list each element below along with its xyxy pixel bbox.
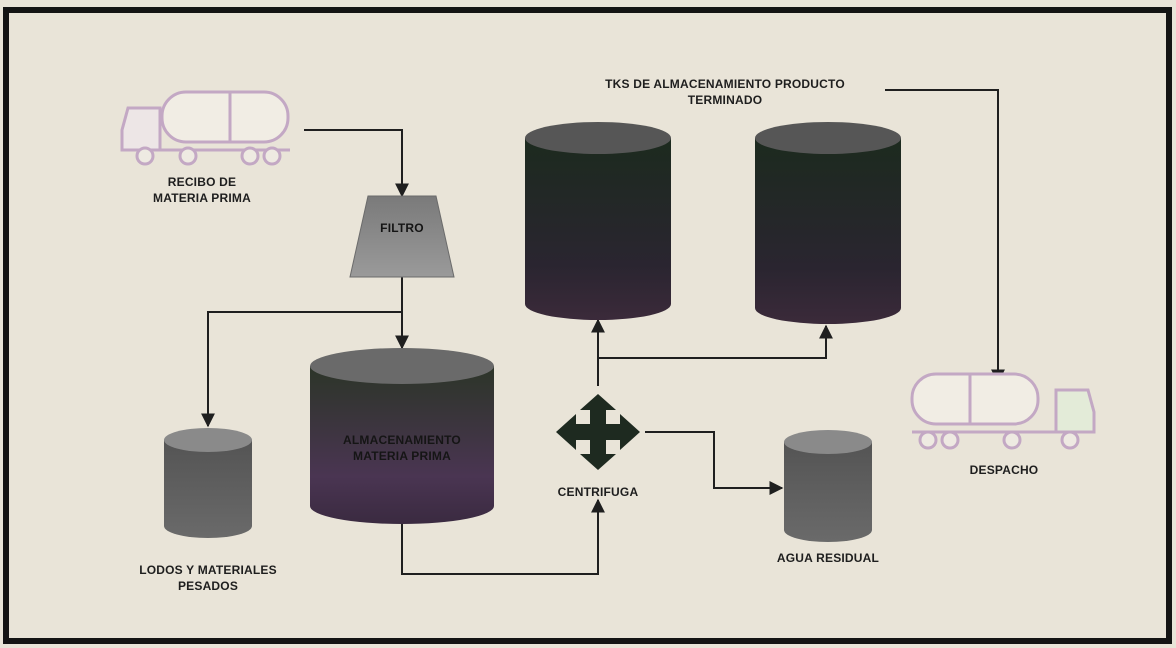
arrow-truck-to-filter <box>304 129 409 198</box>
filter-icon <box>349 195 455 278</box>
label-recibo: RECIBO DE MATERIA PRIMA <box>153 175 251 205</box>
receiving-truck-icon <box>120 90 290 166</box>
finished-tank-1-icon <box>525 122 671 320</box>
label-almacenamiento: ALMACENAMIENTO MATERIA PRIMA <box>343 433 461 463</box>
sludge-tank-icon <box>164 428 252 538</box>
label-centrifuga: CENTRIFUGA <box>557 485 639 499</box>
centrifuge-icon <box>556 394 640 470</box>
label-agua-residual: AGUA RESIDUAL <box>776 551 880 565</box>
label-tks: TKS DE ALMACENAMIENTO PRODUCTO TERMINADO <box>605 77 845 107</box>
arrow-to-despacho <box>885 89 1005 384</box>
arrow-storage-to-centrifuga <box>401 498 605 575</box>
diagram-frame <box>3 7 1172 644</box>
finished-tank-2-icon <box>755 122 901 324</box>
label-lodos: LODOS Y MATERIALES PESADOS <box>139 563 277 593</box>
arrow-to-tk2 <box>598 324 833 359</box>
arrow-to-agua-residual <box>645 431 784 495</box>
dispatch-truck-icon <box>910 372 1096 450</box>
label-filtro: FILTRO <box>380 221 424 235</box>
storage-tank-icon <box>310 348 494 524</box>
arrow-to-lodos <box>201 311 402 428</box>
flow-connectors <box>201 89 1005 575</box>
wastewater-tank-icon <box>784 430 872 542</box>
label-despacho: DESPACHO <box>969 463 1039 477</box>
